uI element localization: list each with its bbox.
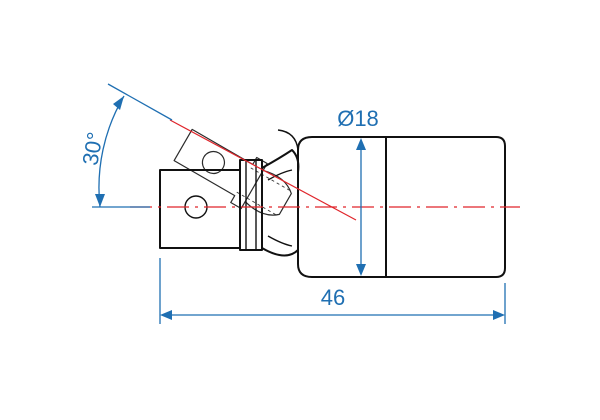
angle-dimension: 30°	[77, 83, 173, 208]
yoke-inner-curves	[267, 169, 293, 247]
tilted-drive-ball-hole	[201, 150, 226, 175]
diameter-arrow-top	[356, 138, 366, 150]
length-dimension: 46	[159, 258, 506, 324]
shoulder-edge-lines	[245, 160, 257, 250]
length-arrow-right	[493, 310, 505, 320]
square-drive-shoulder	[239, 159, 263, 251]
length-label: 46	[321, 285, 345, 310]
length-arrow-left	[160, 310, 172, 320]
square-drive-body	[159, 169, 241, 249]
tilted-centerline	[169, 119, 357, 221]
tilted-drive-body	[173, 128, 268, 210]
tilted-drive-neck	[244, 169, 292, 216]
joint-yoke	[261, 129, 300, 257]
tilted-drive-hidden-lines	[236, 167, 291, 216]
angle-label: 30°	[77, 130, 107, 167]
diameter-arrow-bottom	[356, 264, 366, 276]
yoke-outer	[261, 149, 300, 257]
diameter-dimension: Ø18	[337, 106, 379, 276]
angle-arrow-top	[113, 96, 124, 110]
centerlines	[130, 119, 520, 221]
angle-extension-tilted	[107, 83, 173, 121]
yoke-top-curve	[277, 129, 299, 151]
angle-arrow-bottom	[95, 194, 105, 207]
diameter-label: Ø18	[337, 106, 379, 131]
